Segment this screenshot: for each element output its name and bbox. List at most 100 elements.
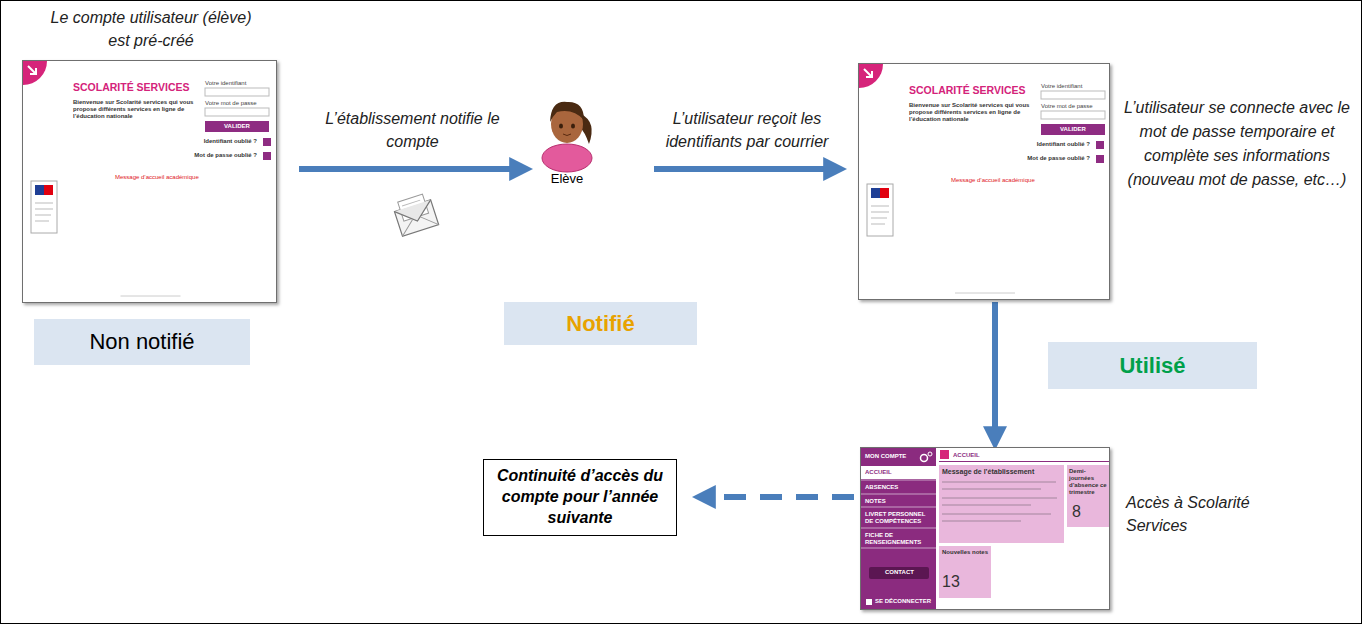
link-text: Mot de passe oublié ?	[1027, 155, 1090, 162]
flow-arrow	[654, 166, 840, 172]
menu-separator	[861, 528, 936, 529]
header-line	[939, 461, 1109, 462]
menu-separator	[861, 507, 936, 508]
dashboard-screenshot: MON COMPTE ACCUEIL ABSENCES NOTES LIVRET PER…	[860, 447, 1110, 610]
field-label: Votre identifiant	[205, 80, 246, 87]
eye	[559, 124, 563, 129]
link-button	[1096, 141, 1104, 149]
logout-item: SE DÉCONNECTER	[875, 598, 931, 605]
menu-item: FICHE DE RENSEIGNEMENTS	[865, 532, 933, 546]
node-graphic	[528, 92, 606, 172]
sidebar	[861, 448, 936, 610]
flow-arrow	[992, 302, 998, 443]
message-lines	[942, 505, 1031, 506]
ministry-logo	[867, 184, 893, 236]
mouth	[563, 134, 571, 136]
flag-blue	[35, 185, 44, 195]
status-label: Notifié	[566, 311, 634, 337]
logo-corner	[859, 64, 883, 88]
link-button	[263, 152, 271, 160]
node-graphic	[23, 61, 277, 303]
active-item	[861, 466, 936, 479]
menu-item: NOTES	[865, 498, 886, 505]
box-label: Continuité d’accès du compte pour l’anné…	[494, 466, 666, 528]
envelope-flap	[394, 200, 435, 227]
gear-icon	[921, 455, 928, 462]
link-text: Identifiant oublié ?	[204, 138, 257, 145]
menu-separator	[861, 480, 936, 481]
welcome-text: Bienvenue sur Scolarité services qui vou…	[73, 99, 195, 120]
welcome-text: Bienvenue sur Scolarité services qui vou…	[909, 102, 1031, 123]
logo-arrow	[864, 69, 872, 77]
panel-number: 8	[1072, 503, 1081, 521]
footer-line	[955, 293, 1015, 294]
flag-red	[44, 185, 53, 195]
status-band: Notifié	[504, 302, 697, 345]
link-button	[263, 138, 271, 146]
message-lines	[942, 514, 1051, 515]
input-field	[1041, 91, 1105, 99]
status-label: Non notifié	[89, 329, 194, 355]
envelope-icon	[392, 192, 439, 236]
field-label: Votre mot de passe	[205, 100, 257, 107]
menu-item: ABSENCES	[865, 484, 898, 491]
status-band: Non notifié	[34, 319, 250, 365]
shirt	[542, 144, 592, 172]
menu-separator	[861, 548, 936, 549]
app-title: SCOLARITÉ SERVICES	[73, 81, 190, 93]
message-lines	[942, 498, 1057, 499]
message-panel	[939, 465, 1064, 543]
status-label: Utilisé	[1119, 353, 1185, 379]
message-lines	[942, 521, 1021, 522]
menu-separator	[861, 494, 936, 495]
message-lines	[942, 489, 1041, 490]
grades-panel	[939, 546, 991, 598]
input-field	[1041, 111, 1105, 119]
login-screenshot: SCOLARITÉ SERVICES Bienvenue sur Scolarit…	[858, 63, 1110, 300]
submit-button: VALIDER	[205, 121, 269, 132]
hair	[550, 102, 584, 122]
flag-red	[880, 188, 889, 198]
logo-lines	[35, 203, 53, 221]
student-figure: Elève	[528, 92, 606, 184]
process-box: Continuité d’accès du compte pour l’anné…	[483, 459, 677, 535]
footer-line	[121, 296, 181, 297]
logo-lines	[871, 206, 889, 224]
annotation: Le compte utilisateur (élève) est pré-cr…	[40, 6, 262, 52]
annotation: Accès à Scolarité Services	[1126, 491, 1258, 537]
link-text: Mot de passe oublié ?	[194, 152, 257, 159]
panel-title: Message de l’établissement	[942, 468, 1034, 476]
edge-label: L’utilisateur reçoit les identifiants pa…	[647, 107, 847, 153]
link-button	[1096, 155, 1104, 163]
node-label: Elève	[528, 171, 606, 186]
submit-button: VALIDER	[1041, 124, 1105, 135]
message-text: Message d’accueil académique	[951, 177, 1035, 184]
app-title: SCOLARITÉ SERVICES	[909, 84, 1026, 96]
page-header: ACCUEIL	[953, 452, 980, 459]
menu-item: ACCUEIL	[865, 469, 892, 476]
menu-title: MON COMPTE	[865, 453, 906, 460]
field-label: Votre mot de passe	[1041, 103, 1093, 110]
annotation: L’utilisateur se connecte avec le mot de…	[1118, 96, 1356, 192]
message-lines	[942, 482, 1056, 483]
link-text: Identifiant oublié ?	[1037, 141, 1090, 148]
menu-item: LIVRET PERSONNEL DE COMPÉTENCES	[865, 511, 933, 525]
contact-button: CONTACT	[885, 569, 914, 576]
input-field	[205, 88, 269, 96]
absence-panel	[1067, 465, 1109, 527]
flow-arrow	[299, 166, 526, 172]
login-screenshot: SCOLARITÉ SERVICES Bienvenue sur Scolarit…	[22, 60, 277, 303]
gear-icon	[928, 452, 932, 456]
logo-corner	[23, 61, 47, 85]
ministry-logo	[31, 181, 57, 233]
contact-button	[869, 567, 929, 579]
panel-title: Nouvelles notes	[942, 549, 988, 556]
header-logo	[940, 450, 949, 459]
logout-icon	[866, 599, 872, 605]
panel-number: 13	[942, 573, 960, 591]
flag-blue	[871, 188, 880, 198]
message-text: Message d’accueil académique	[115, 174, 199, 181]
status-band: Utilisé	[1048, 342, 1257, 389]
